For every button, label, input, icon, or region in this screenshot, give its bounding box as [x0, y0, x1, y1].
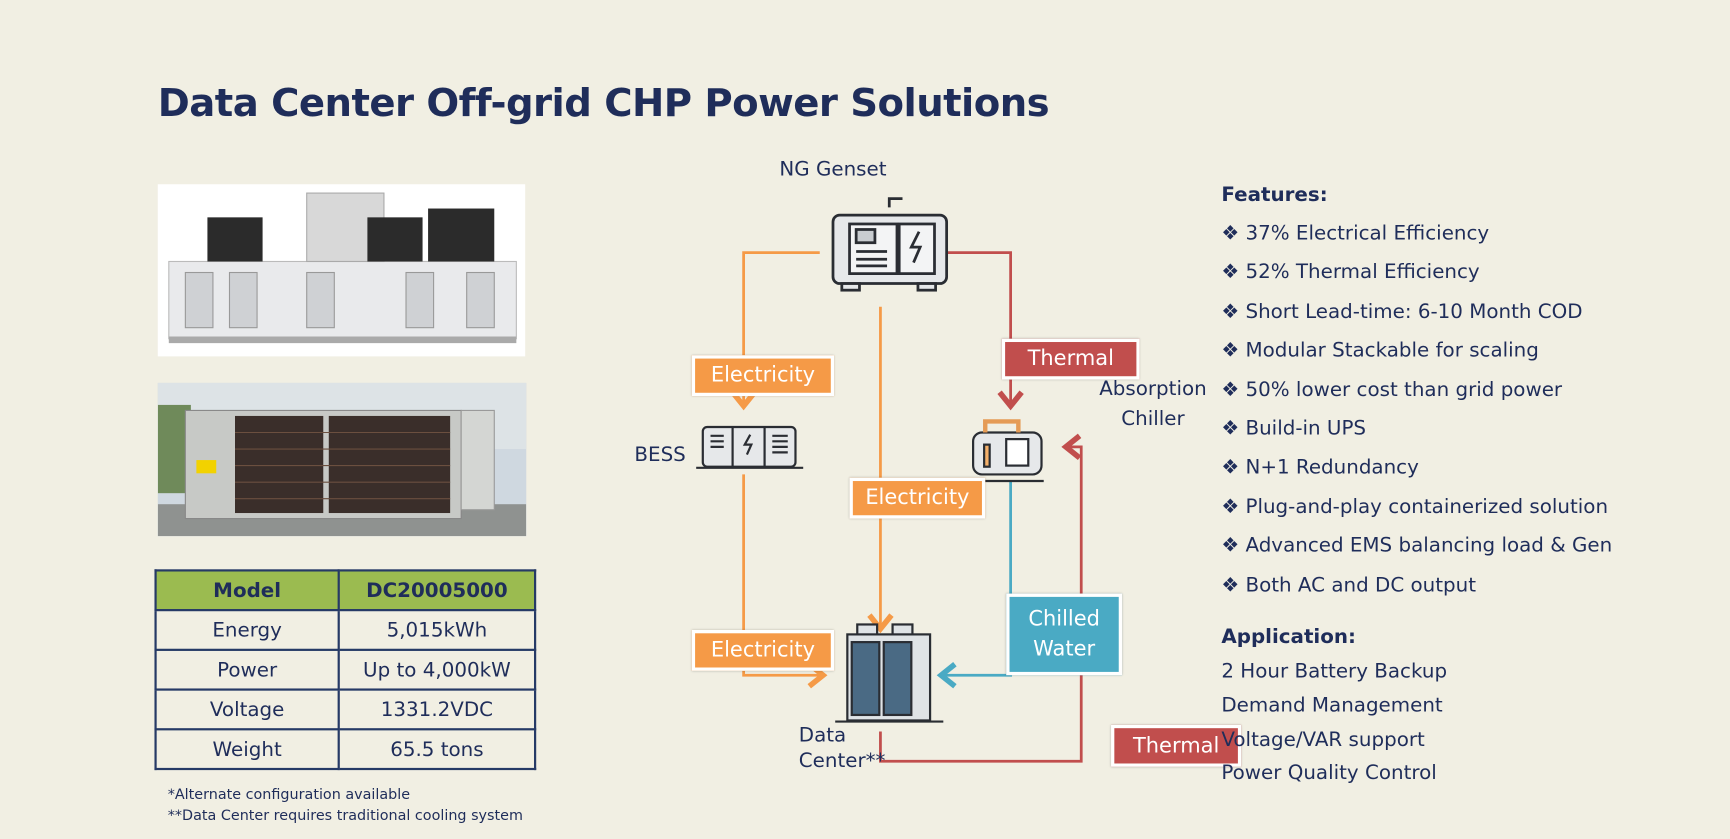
chiller-label-line2: Chiller	[1121, 407, 1185, 431]
table-cell: Power	[154, 648, 340, 691]
chiller-label-line1: Absorption	[1099, 377, 1207, 401]
table-cell: Energy	[154, 609, 340, 651]
data-center-label-line1: Data	[798, 723, 847, 747]
data-center-label-line2: Center**	[798, 749, 886, 773]
genset-label: NG Genset	[779, 157, 887, 181]
data-center-icon	[835, 623, 944, 723]
feature-item: ❖ 37% Electrical Efficiency	[1221, 221, 1490, 245]
electricity-flow-bess-dc	[742, 474, 828, 689]
feature-item: ❖ Both AC and DC output	[1221, 573, 1477, 597]
features-heading: Features:	[1221, 183, 1328, 207]
chilled-water-tag: Chilled Water	[1006, 593, 1123, 676]
feature-item: ❖ Plug-and-play containerized solution	[1221, 495, 1609, 519]
table-cell: 1331.2VDC	[337, 688, 537, 731]
chilled-water-line2: Water	[1033, 636, 1096, 661]
bess-label: BESS	[634, 443, 686, 467]
electricity-tag: Electricity	[691, 355, 835, 397]
application-item: Demand Management	[1221, 693, 1443, 718]
bess-icon	[696, 425, 804, 469]
table-header-cell: DC20005000	[337, 569, 537, 612]
footnote: *Alternate configuration available	[167, 786, 411, 804]
feature-item: ❖ 52% Thermal Efficiency	[1221, 260, 1480, 284]
application-item: Power Quality Control	[1221, 761, 1437, 785]
chilled-water-line1: Chilled	[1028, 606, 1100, 632]
feature-item: ❖ Build-in UPS	[1221, 417, 1367, 441]
table-header-cell: Model	[154, 569, 340, 612]
feature-item: ❖ 50% lower cost than grid power	[1221, 378, 1563, 402]
footnote: **Data Center requires traditional cooli…	[167, 807, 523, 825]
thermal-flow-dc-chiller	[879, 433, 1083, 763]
table-cell: 65.5 tons	[337, 728, 537, 771]
feature-item: ❖ Advanced EMS balancing load & Gen	[1221, 533, 1613, 558]
thermal-flow-genset-chiller	[942, 251, 1024, 411]
electricity-tag: Electricity	[691, 629, 835, 671]
feature-item: ❖ N+1 Redundancy	[1221, 455, 1419, 479]
absorption-chiller-icon	[970, 419, 1044, 483]
table-cell: Weight	[154, 728, 340, 771]
feature-item: ❖ Short Lead-time: 6-10 Month COD	[1221, 300, 1583, 324]
genset-container-photo	[157, 184, 526, 357]
table-cell: 5,015kWh	[337, 609, 537, 651]
electricity-flow-genset-bess	[730, 251, 820, 411]
table-cell: Up to 4,000kW	[337, 648, 537, 691]
thermal-tag: Thermal	[1111, 724, 1242, 767]
application-item: Voltage/VAR support	[1221, 728, 1425, 752]
genset-icon	[831, 197, 949, 292]
table-cell: Voltage	[154, 688, 340, 731]
page-title: Data Center Off-grid CHP Power Solutions	[157, 81, 1050, 126]
application-heading: Application:	[1221, 625, 1356, 649]
bess-container-photo	[157, 382, 527, 537]
application-item: 2 Hour Battery Backup	[1221, 659, 1448, 683]
feature-item: ❖ Modular Stackable for scaling	[1221, 338, 1539, 362]
thermal-tag: Thermal	[1001, 338, 1140, 380]
table-header-row: Model DC20005000	[154, 569, 537, 612]
electricity-tag: Electricity	[849, 477, 986, 519]
